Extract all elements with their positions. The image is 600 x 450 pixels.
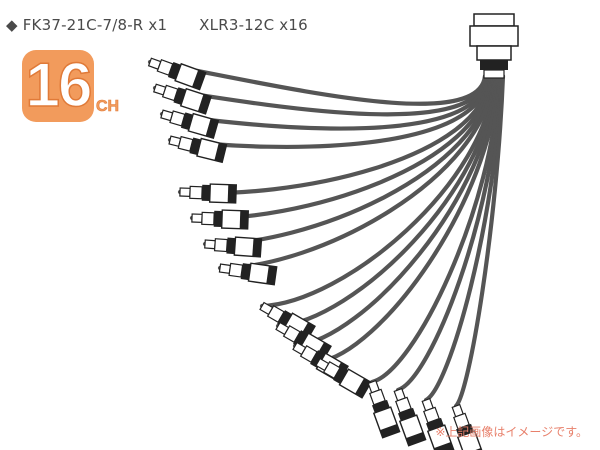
xlr-boot	[299, 344, 318, 364]
xlr-strain-relief	[179, 187, 191, 197]
multipin-connector-spec: FK37-21C-7/8-R x1	[22, 16, 168, 34]
cable-bundle	[147, 59, 506, 409]
cable-16	[453, 73, 506, 409]
multipin-shell-body	[469, 25, 519, 47]
xlr-boot	[189, 185, 203, 200]
xlr-band	[201, 184, 211, 202]
cable-8	[217, 73, 496, 271]
xlr-tip	[214, 142, 227, 163]
xlr-band	[426, 417, 444, 431]
xlr-boot	[228, 262, 244, 278]
xlr-band	[167, 62, 181, 80]
image-disclaimer-note: ※上記画像はイメージです。	[435, 425, 588, 439]
cable-12	[315, 73, 501, 365]
xlr-connector-14	[393, 387, 427, 447]
xlr-tip	[205, 118, 219, 139]
cable-11	[292, 73, 500, 349]
xlr-tip	[405, 432, 426, 446]
cable-10	[275, 73, 498, 329]
channel-count-number: 16	[25, 51, 93, 120]
xlr-tip	[227, 184, 237, 203]
xlr-connector-4	[168, 135, 228, 164]
xlr-strain-relief	[191, 213, 203, 223]
xlr-band	[456, 423, 474, 437]
xlr-connector-6	[191, 209, 250, 230]
diamond-bullet-icon: ◆	[6, 16, 18, 34]
xlr-connector-2	[153, 83, 212, 115]
xlr-band	[180, 112, 194, 130]
cable-9	[259, 73, 497, 309]
xlr-boot	[322, 360, 341, 380]
xlr-boot	[201, 211, 215, 226]
xlr-connector-1	[147, 57, 207, 91]
part-spec: ◆ FK37-21C-7/8-R x1 XLR3-12C x16	[6, 16, 308, 34]
xlr-band	[240, 263, 251, 281]
xlr-tip	[355, 378, 371, 398]
xlr-tip	[239, 210, 249, 229]
xlr-connector-12	[315, 357, 372, 399]
xlr-boot	[213, 238, 229, 253]
cable-15	[423, 73, 504, 403]
xlr-boot	[169, 110, 186, 127]
xlr-tip	[433, 442, 454, 450]
xlr-connector-3	[160, 109, 220, 139]
multipin-connector	[469, 13, 519, 79]
xlr-tip	[266, 265, 277, 285]
xlr-connector-13	[367, 379, 401, 439]
xlr-connector-group	[147, 57, 485, 450]
cable-14	[395, 73, 503, 393]
xlr-band	[213, 210, 223, 228]
xlr-connector-16	[451, 403, 485, 450]
xlr-band	[398, 407, 416, 421]
xlr-shell	[456, 430, 485, 450]
xlr-band	[173, 87, 187, 105]
multipin-clamp	[480, 60, 508, 70]
xlr-band	[226, 237, 236, 255]
multipin-shell-neck	[476, 45, 512, 61]
xlr-connector-15	[421, 397, 455, 450]
xlr-band	[310, 350, 325, 368]
multipin-boot	[483, 69, 505, 79]
cable-13	[369, 73, 502, 385]
cable-5	[177, 73, 492, 196]
xlr-tip	[192, 69, 206, 90]
xlr-connector-5	[179, 183, 238, 204]
xlr-band	[333, 366, 348, 384]
xlr-boot	[266, 304, 285, 324]
xlr-tip	[252, 238, 262, 257]
channel-count-badge: 16	[22, 50, 94, 122]
channel-unit-label: CH	[96, 98, 120, 116]
xlr-tip	[197, 94, 212, 114]
xlr-connector-7	[204, 236, 263, 258]
xlr-connector-spec: XLR3-12C x16	[199, 16, 308, 34]
xlr-boot	[282, 324, 301, 344]
xlr-band	[372, 399, 390, 413]
xlr-strain-relief	[204, 239, 216, 250]
xlr-connector-8	[218, 262, 278, 286]
xlr-tip	[379, 424, 400, 438]
xlr-strain-relief	[218, 263, 232, 275]
multipin-shell-top	[473, 13, 515, 27]
xlr-boot	[156, 59, 174, 76]
